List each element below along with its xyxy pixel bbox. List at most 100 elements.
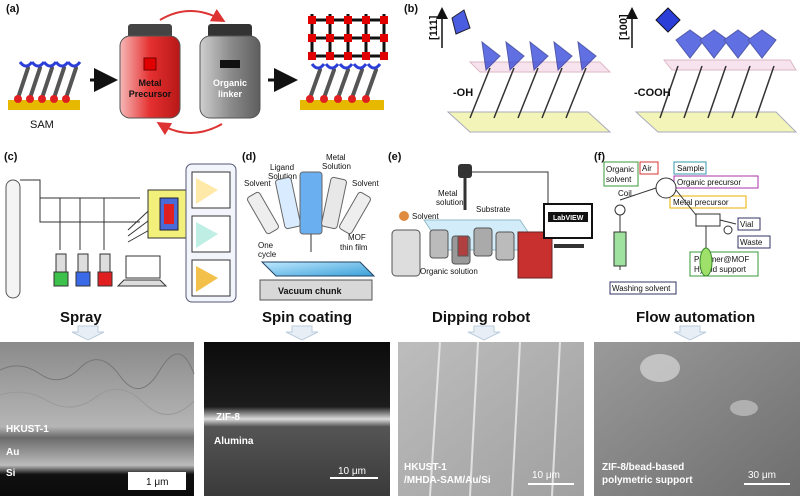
metal-label-2: Precursor bbox=[129, 89, 172, 99]
sem3-scale: 10 μm bbox=[532, 470, 560, 481]
sem4-scale: 30 μm bbox=[748, 470, 776, 481]
organic-label-1: Organic bbox=[213, 78, 247, 88]
metal-sol-label-2: Solution bbox=[322, 162, 351, 171]
sem1-scale: 1 μm bbox=[146, 477, 168, 488]
vacuum-chuck bbox=[259, 279, 373, 301]
sem1-label-2: Au bbox=[6, 447, 19, 458]
sample-label: Sample bbox=[677, 164, 705, 173]
substrate-plane-left bbox=[446, 111, 612, 133]
ligand-label-1: Ligand bbox=[270, 163, 294, 172]
mof-label-1: MOF bbox=[348, 233, 366, 242]
sem1-label-3: Si bbox=[6, 468, 16, 479]
octahedron-icon-100 bbox=[655, 7, 681, 33]
vial-blue bbox=[75, 271, 91, 287]
organic-solvent-1: Organic bbox=[606, 165, 634, 174]
vial-red bbox=[97, 271, 113, 287]
air-label: Air bbox=[642, 164, 652, 173]
polymer-label-2: Hybrid support bbox=[694, 265, 747, 274]
plot-111: [111] -OH bbox=[428, 7, 612, 133]
sem4-label-1: ZIF-8/bead-based bbox=[602, 462, 684, 473]
organic-label-2: linker bbox=[218, 89, 243, 99]
support-column bbox=[699, 247, 713, 277]
washing-label: Washing solvent bbox=[612, 284, 671, 293]
metal-precursor-jar: Metal Precursor bbox=[119, 24, 181, 119]
panel-label-a: (a) bbox=[6, 3, 20, 15]
sem1-label-1: HKUST-1 bbox=[6, 424, 49, 435]
dir-label-111: [111] bbox=[428, 15, 440, 40]
sem2-scale: 10 μm bbox=[338, 466, 366, 477]
waste-label: Waste bbox=[740, 238, 763, 247]
metal-precursor-label: Metal precursor bbox=[673, 198, 729, 207]
method-spray: Spray bbox=[60, 309, 102, 326]
organic-linker-jar: Organic linker bbox=[199, 24, 261, 119]
panel-label-e: (e) bbox=[388, 151, 402, 163]
panel-label-f: (f) bbox=[594, 151, 605, 163]
panel-a: (a) SAM Metal Precursor bbox=[6, 3, 388, 136]
panel-b: (b) [111] -OH [100] bbox=[404, 3, 798, 133]
coil-label: Coil bbox=[618, 189, 632, 198]
flow-lines bbox=[613, 177, 737, 270]
method-flow: Flow automation bbox=[636, 309, 755, 326]
down-arrows bbox=[71, 325, 707, 341]
panel-label-d: (d) bbox=[242, 151, 256, 163]
metal-sol-label-1: Metal bbox=[326, 153, 346, 162]
sem3-label-2: /MHDA-SAM/Au/Si bbox=[404, 475, 491, 486]
sam-substrate bbox=[8, 100, 80, 110]
robot-head bbox=[458, 164, 472, 178]
panel-c: (c) Spray bbox=[4, 151, 237, 326]
group-cooh: -COOH bbox=[634, 87, 671, 99]
group-oh: -OH bbox=[453, 87, 473, 99]
solvent-label: Solvent bbox=[412, 212, 439, 221]
method-dip: Dipping robot bbox=[432, 309, 530, 326]
sem-image-1: HKUST-1 Au Si 1 μm bbox=[0, 342, 195, 496]
mof-grid bbox=[300, 14, 388, 110]
vial-label: Vial bbox=[740, 220, 753, 229]
panel-f: (f) Organic solvent Air Coil Sample Orga… bbox=[594, 151, 771, 326]
substrate-plane-right bbox=[634, 111, 798, 133]
vial-green bbox=[53, 271, 69, 287]
ligand-label-2: Solution bbox=[268, 172, 297, 181]
metal-label-1: Metal bbox=[438, 189, 458, 198]
organic-solution-label: Organic solution bbox=[420, 267, 478, 276]
panel-label-c: (c) bbox=[4, 151, 18, 163]
panel-label-b: (b) bbox=[404, 3, 418, 15]
laptop-icon bbox=[116, 255, 168, 287]
monitor-icon: LabVIEW bbox=[543, 203, 593, 248]
sem2-label-1: ZIF-8 bbox=[216, 412, 240, 423]
solvent-left-label: Solvent bbox=[244, 179, 271, 188]
beakers bbox=[429, 227, 515, 265]
plot-100: [100] -COOH bbox=[618, 7, 798, 133]
organic-precursor-label: Organic precursor bbox=[677, 178, 741, 187]
metal-label-2: solution bbox=[436, 198, 464, 207]
labview-label: LabVIEW bbox=[553, 215, 584, 222]
sam-molecules bbox=[14, 61, 82, 103]
metal-label-1: Metal bbox=[138, 78, 161, 88]
pump-icon bbox=[399, 211, 409, 221]
polymer-label-1: Polymer@MOF bbox=[694, 255, 749, 264]
mof-label-2: thin film bbox=[340, 243, 368, 252]
dir-label-100: [100] bbox=[618, 14, 630, 40]
spray-steps bbox=[191, 171, 231, 297]
one-cycle-label-2: cycle bbox=[258, 250, 277, 259]
gas-cylinder bbox=[5, 179, 21, 299]
vacuum-label: Vacuum chunk bbox=[278, 286, 343, 296]
sem2-label-2: Alumina bbox=[214, 436, 254, 447]
sem-image-2: ZIF-8 Alumina 10 μm bbox=[204, 342, 390, 496]
sem4-label-2: polymetric support bbox=[602, 475, 693, 486]
panel-d: (d) Ligand Solution Metal Solution Solve… bbox=[242, 151, 379, 326]
cycle-arrow-top bbox=[159, 8, 226, 22]
sam-label: SAM bbox=[30, 119, 54, 131]
heater-block bbox=[517, 231, 553, 279]
flow-labels: Organic solvent Air Coil Sample Organic … bbox=[603, 161, 771, 295]
syringes bbox=[247, 171, 371, 252]
cycle-arrow-bottom bbox=[156, 121, 223, 136]
sem3-label-1: HKUST-1 bbox=[404, 462, 447, 473]
one-cycle-label-1: One bbox=[258, 241, 274, 250]
octahedron-icon-111 bbox=[451, 9, 471, 35]
substrate-label: Substrate bbox=[476, 205, 511, 214]
solvent-right-label: Solvent bbox=[352, 179, 379, 188]
organic-solvent-2: solvent bbox=[606, 175, 632, 184]
sem-image-4: ZIF-8/bead-based polymetric support 30 μ… bbox=[594, 342, 800, 496]
panel-e: (e) Metal solution Substrate Solvent Org… bbox=[388, 151, 593, 326]
